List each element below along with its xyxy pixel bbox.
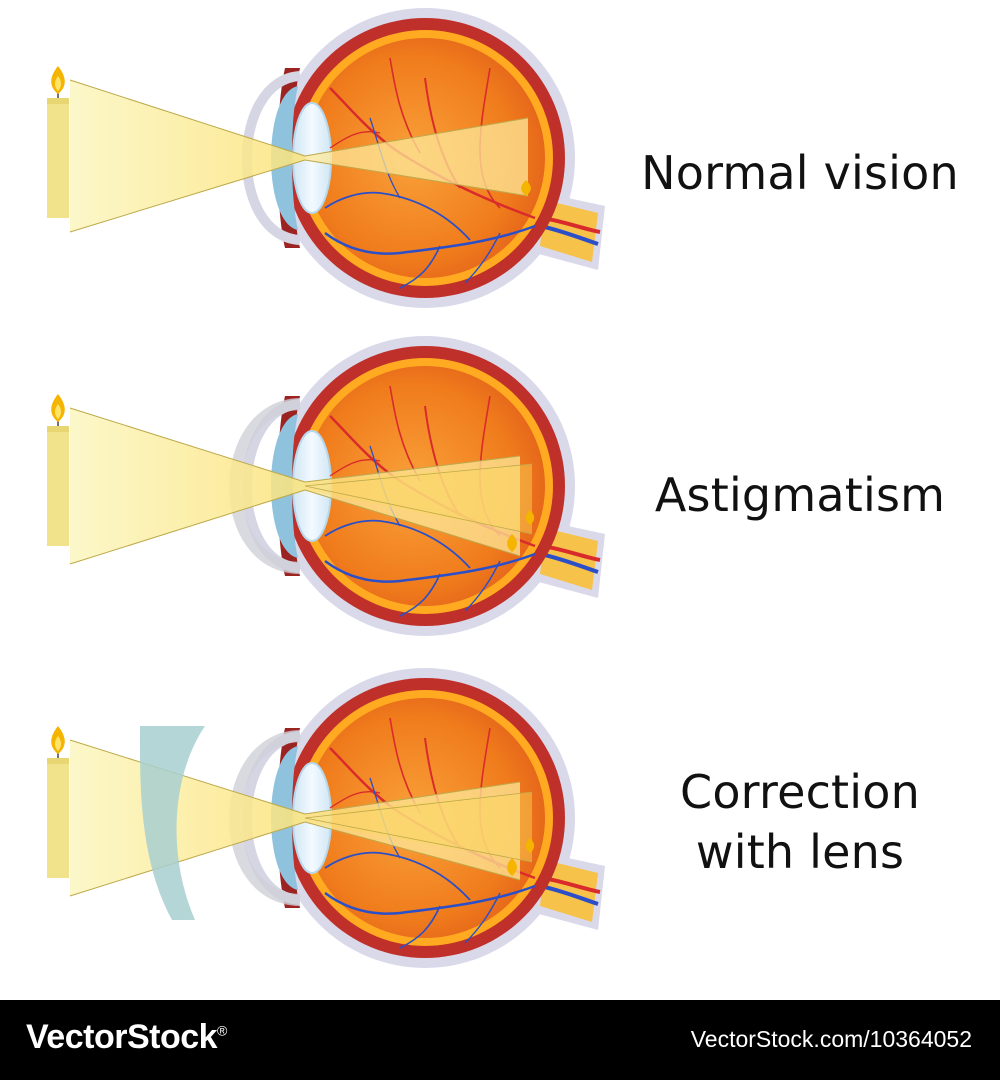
- candle-icon: [46, 725, 70, 879]
- footer-url: VectorStock.com/10364052: [690, 1026, 972, 1052]
- panel-astigmatism: [46, 336, 605, 636]
- candle-icon: [46, 393, 70, 547]
- retina-image-icon: [521, 180, 531, 196]
- light-beam: [70, 740, 305, 896]
- retina-image-icon: [507, 534, 517, 552]
- panel-correction: [46, 668, 605, 968]
- brand-logo: VectorStock®: [26, 1018, 227, 1057]
- label-correction-line2: with lens: [695, 825, 905, 879]
- registered-mark: ®: [217, 1022, 227, 1039]
- label-astigmatism: Astigmatism: [654, 468, 946, 522]
- label-correction: Correction with lens: [620, 762, 980, 882]
- refracted-beam: [305, 118, 528, 196]
- retina-image-icon: [525, 838, 535, 853]
- eye-diagram: [46, 0, 1000, 1000]
- retina-image-icon: [507, 858, 517, 876]
- footer-bar: VectorStock® VectorStock.com/10364052: [0, 1000, 1000, 1080]
- label-correction-line1: Correction: [680, 765, 920, 819]
- retina-image-icon: [525, 510, 535, 525]
- corrective-lens: [139, 726, 205, 920]
- light-beam: [70, 80, 305, 232]
- panel-normal: [46, 8, 605, 308]
- light-beam: [70, 408, 305, 564]
- brand-name: VectorStock: [26, 1018, 218, 1056]
- candle-icon: [46, 65, 70, 219]
- label-normal-vision: Normal vision: [641, 146, 959, 200]
